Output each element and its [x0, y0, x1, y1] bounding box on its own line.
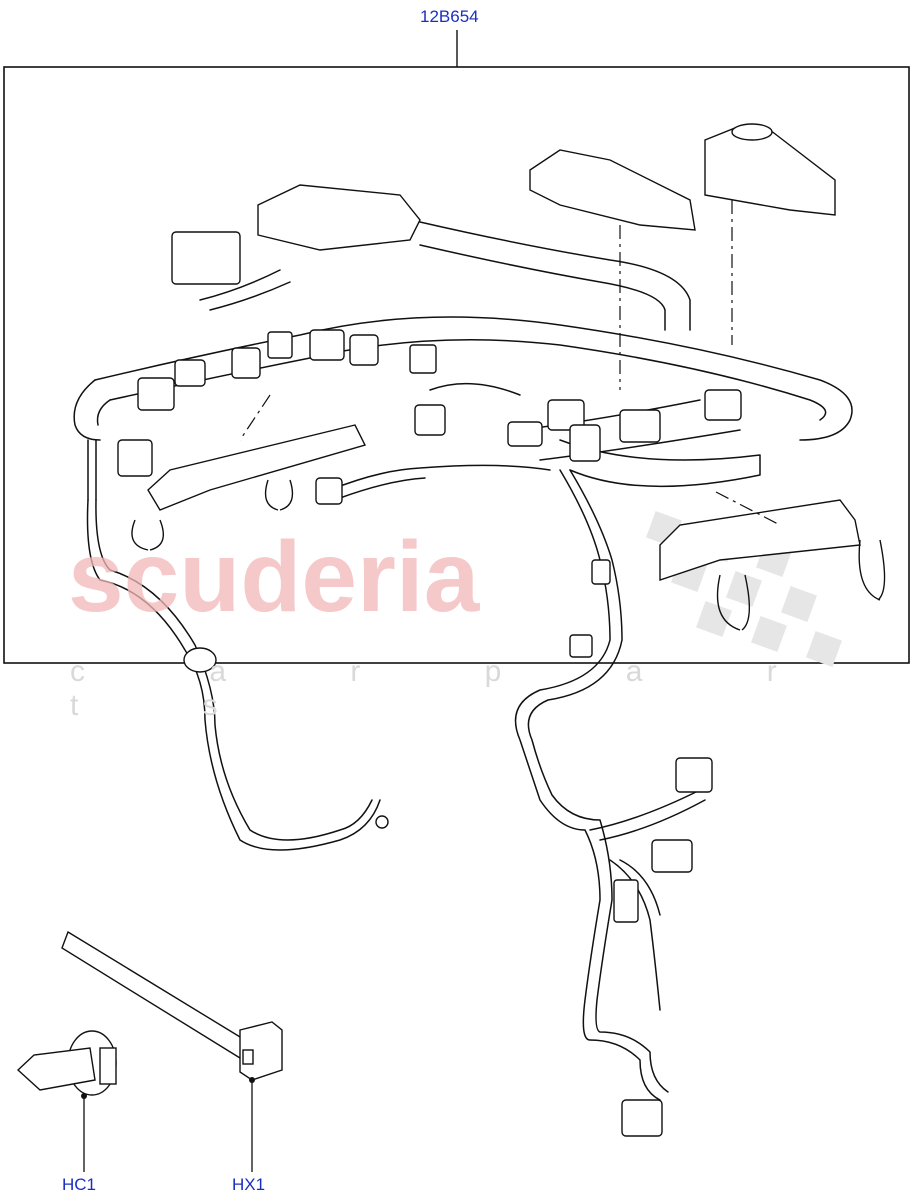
- push-clip: [16, 1030, 117, 1096]
- right-bracket: [659, 499, 861, 581]
- connectors: [117, 184, 742, 1137]
- callout-12b654[interactable]: 12B654: [420, 7, 479, 26]
- ecu-module: [257, 184, 421, 251]
- top-bracket-left: [529, 149, 696, 231]
- connector-box: [171, 231, 241, 285]
- watermark-sub: c a r p a r t s: [70, 655, 835, 722]
- watermark-brand: scuderia: [68, 521, 480, 633]
- cable-tie: [61, 930, 283, 1081]
- callout-hx1[interactable]: HX1: [232, 1175, 266, 1194]
- left-bracket: [147, 424, 367, 511]
- top-bracket-right: [704, 127, 836, 216]
- callout-hc1[interactable]: HC1: [62, 1175, 97, 1194]
- brackets: [131, 123, 886, 631]
- guide-lines: [239, 200, 781, 526]
